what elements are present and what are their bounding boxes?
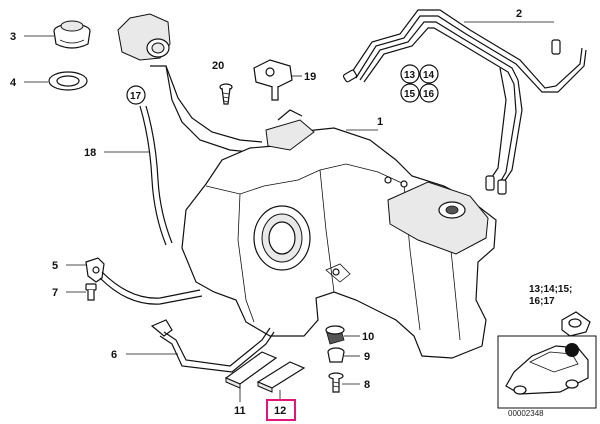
callout-1: 1 <box>377 116 383 128</box>
strap-bracket-part-5[interactable] <box>85 257 203 305</box>
tank-mount-stud <box>325 263 351 283</box>
callout-18: 18 <box>84 147 96 159</box>
callout-cluster-13-16: 13 14 15 16 <box>400 64 439 103</box>
pad-part-12[interactable] <box>256 361 306 393</box>
callout-5: 5 <box>52 260 58 272</box>
fuel-tank-part[interactable] <box>181 119 497 359</box>
callout-8: 8 <box>364 379 370 391</box>
gasket-ring-part[interactable] <box>48 71 88 91</box>
svg-text:14: 14 <box>423 70 435 81</box>
inset-panel: 13;14;15; 16;17 00002348 <box>497 284 597 418</box>
callout-6: 6 <box>111 349 117 361</box>
car-silhouette-icon <box>505 343 589 395</box>
nut-part-9[interactable] <box>327 347 345 363</box>
svg-text:17: 17 <box>130 91 142 102</box>
bolt-part-7[interactable] <box>85 283 97 301</box>
callout-7: 7 <box>52 287 58 299</box>
bolt-part-8[interactable] <box>328 372 344 393</box>
inset-label-line1: 13;14;15; <box>529 284 572 295</box>
filler-neck <box>117 13 263 153</box>
fuel-lines-part[interactable] <box>342 9 587 195</box>
grommet-part-10[interactable] <box>325 325 345 345</box>
callout-17-marker: 17 <box>126 85 146 105</box>
vent-hose-part[interactable] <box>139 105 173 246</box>
level-sensor-part[interactable] <box>253 59 303 121</box>
callout-10: 10 <box>362 331 374 343</box>
callout-9: 9 <box>364 351 370 363</box>
callout-19: 19 <box>304 71 316 83</box>
callout-4: 4 <box>10 77 17 89</box>
fuel-cap-part[interactable] <box>53 20 91 49</box>
inset-label-line2: 16;17 <box>529 296 555 307</box>
callout-3: 3 <box>10 31 16 43</box>
highlight-box-12[interactable] <box>266 399 296 421</box>
callout-20: 20 <box>212 60 224 72</box>
inset-grommet-icon <box>561 311 591 337</box>
svg-text:16: 16 <box>423 89 435 100</box>
svg-text:13: 13 <box>404 70 416 81</box>
callout-11: 11 <box>234 405 246 417</box>
screw-part-20[interactable] <box>219 83 233 105</box>
diagram-reference-number: 00002348 <box>508 409 544 418</box>
svg-text:15: 15 <box>404 89 416 100</box>
callout-2: 2 <box>516 8 522 20</box>
tank-strap-part[interactable] <box>150 319 275 373</box>
callout-12: 12 <box>274 405 286 417</box>
